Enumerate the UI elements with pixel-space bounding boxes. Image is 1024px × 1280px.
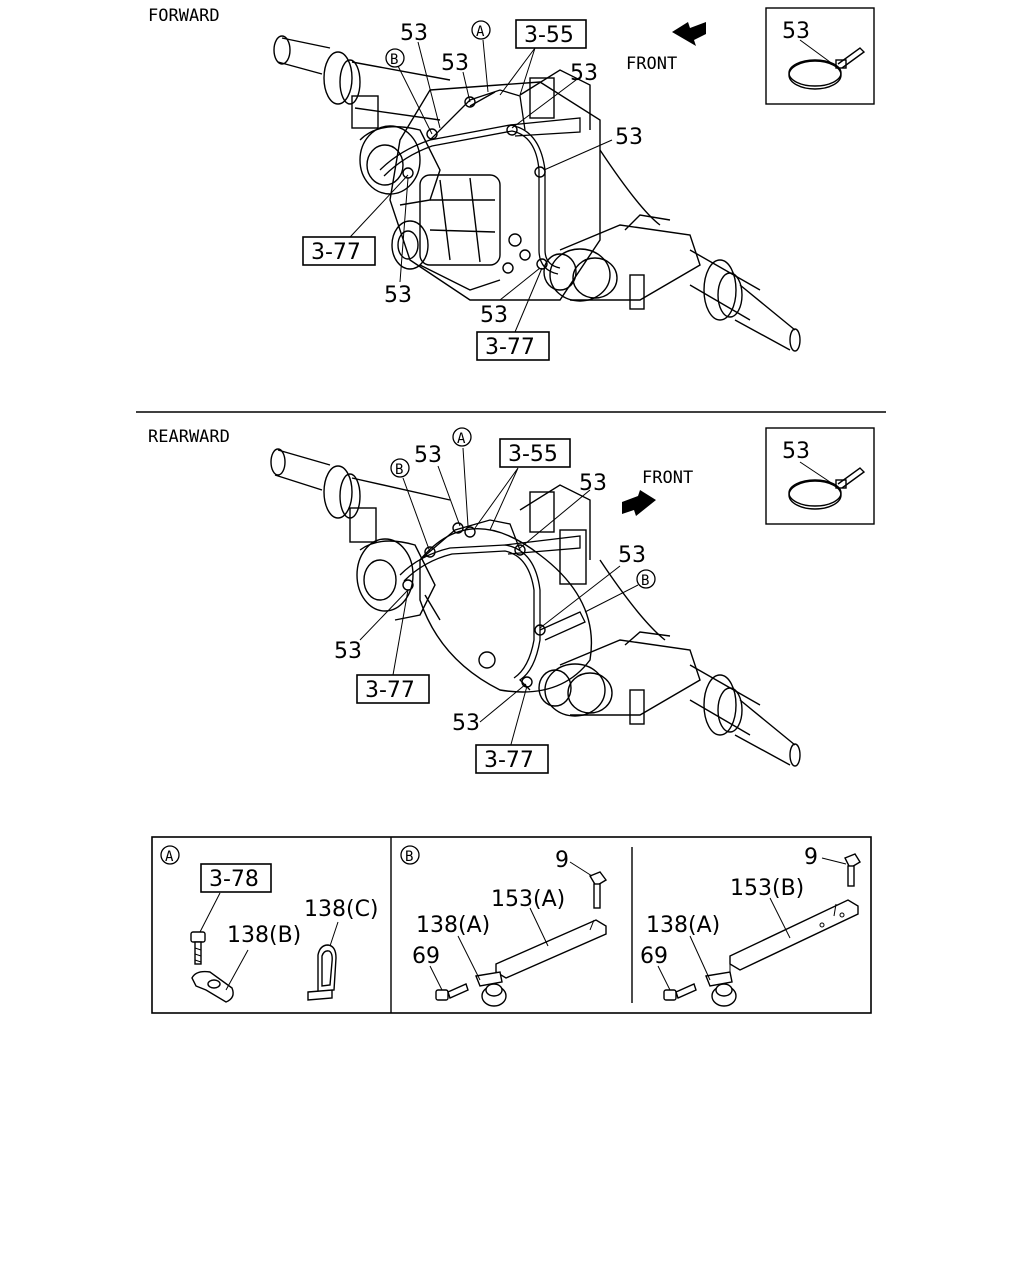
panel-b2-label-138a: 138(A) <box>646 913 720 938</box>
panel-a-label-138b: 138(B) <box>227 923 301 948</box>
bolt-69-icon <box>663 983 697 1001</box>
forward-axle-drawing <box>273 35 801 352</box>
forward-ref-a: A <box>471 20 491 40</box>
bolt-9-icon <box>588 871 608 909</box>
rearward-inset-clamp: 53 <box>765 427 875 525</box>
bolt-69-icon <box>435 983 469 1001</box>
forward-title: FORWARD <box>148 6 220 26</box>
svg-text:3-78: 3-78 <box>209 867 259 892</box>
forward-label-53: 53 <box>441 51 469 76</box>
panel-b-ref: B <box>400 845 420 865</box>
bracket-153a-icon <box>495 919 607 988</box>
panel-b2-label-9: 9 <box>804 845 818 870</box>
svg-text:A: A <box>165 849 174 865</box>
forward-label-53: 53 <box>480 303 508 328</box>
bolt-9-icon <box>844 853 861 887</box>
svg-text:3-55: 3-55 <box>524 23 574 48</box>
clip-138a-icon <box>705 971 737 1007</box>
forward-leaders <box>337 39 613 333</box>
forward-front-arrow-icon <box>672 22 706 46</box>
forward-label-53: 53 <box>400 21 428 46</box>
forward-ref-b: B <box>385 48 405 68</box>
svg-text:B: B <box>395 462 403 478</box>
rearward-axle-drawing <box>270 448 801 767</box>
rearward-label-53: 53 <box>579 471 607 496</box>
panel-b2-label-153b: 153(B) <box>730 876 804 901</box>
rearward-leaders <box>359 447 639 749</box>
detail-panel-b: B 9 153(A) 138(A) 69 <box>400 845 608 1007</box>
rearward-front-label: FRONT <box>642 468 693 488</box>
svg-text:B: B <box>390 52 398 68</box>
forward-box-3-77-left: 3-77 <box>302 236 376 266</box>
svg-text:A: A <box>476 24 485 40</box>
panel-a-label-138c: 138(C) <box>304 897 379 922</box>
panel-a-box-3-78: 3-78 <box>200 863 272 893</box>
rearward-box-3-77-bottom: 3-77 <box>475 744 549 774</box>
detail-panels: A 3-78 138(B) 138(C) <box>151 836 872 1014</box>
svg-text:3-55: 3-55 <box>508 442 558 467</box>
rearward-label-53: 53 <box>618 543 646 568</box>
bracket-153b-icon <box>729 899 859 980</box>
rearward-section: REARWARD <box>148 427 875 774</box>
panel-b-label-138a: 138(A) <box>416 913 490 938</box>
forward-label-53: 53 <box>384 283 412 308</box>
rearward-box-3-55: 3-55 <box>499 438 571 468</box>
forward-label-53: 53 <box>615 125 643 150</box>
rearward-front-arrow-icon <box>622 490 656 516</box>
rearward-label-53: 53 <box>414 443 442 468</box>
svg-text:3-77: 3-77 <box>485 335 535 360</box>
rearward-title: REARWARD <box>148 427 230 447</box>
forward-front-label: FRONT <box>626 54 677 74</box>
panel-b-label-69: 69 <box>412 944 440 969</box>
svg-text:3-77: 3-77 <box>484 748 534 773</box>
panel-b-label-9: 9 <box>555 848 569 873</box>
forward-box-3-77-bottom: 3-77 <box>476 331 550 361</box>
forward-section: FORWARD <box>148 6 875 361</box>
svg-text:B: B <box>405 849 413 865</box>
clip-138a-icon <box>475 971 507 1007</box>
forward-box-3-55: 3-55 <box>515 19 587 49</box>
clip-138c-icon <box>307 944 337 1001</box>
panel-a-ref: A <box>160 845 180 865</box>
svg-text:53: 53 <box>782 439 810 464</box>
svg-text:B: B <box>641 573 649 589</box>
bolt-icon <box>190 931 206 965</box>
rearward-ref-b2: B <box>636 569 656 589</box>
forward-inset-clamp: 53 <box>765 7 875 105</box>
svg-text:53: 53 <box>782 19 810 44</box>
rearward-ref-a: A <box>452 427 472 447</box>
svg-text:A: A <box>457 431 466 447</box>
svg-text:3-77: 3-77 <box>311 240 361 265</box>
rearward-ref-b: B <box>390 458 410 478</box>
forward-label-53: 53 <box>570 61 598 86</box>
svg-text:3-77: 3-77 <box>365 678 415 703</box>
panel-b-label-153a: 153(A) <box>491 887 565 912</box>
rearward-label-53: 53 <box>334 639 362 664</box>
detail-panel-b2: 9 153(B) 138(A) 69 <box>640 845 861 1007</box>
detail-panel-a: A 3-78 138(B) 138(C) <box>160 845 379 1003</box>
panel-b2-label-69: 69 <box>640 944 668 969</box>
rearward-box-3-77-left: 3-77 <box>356 674 430 704</box>
clip-138b-icon <box>191 970 234 1003</box>
rearward-label-53: 53 <box>452 711 480 736</box>
